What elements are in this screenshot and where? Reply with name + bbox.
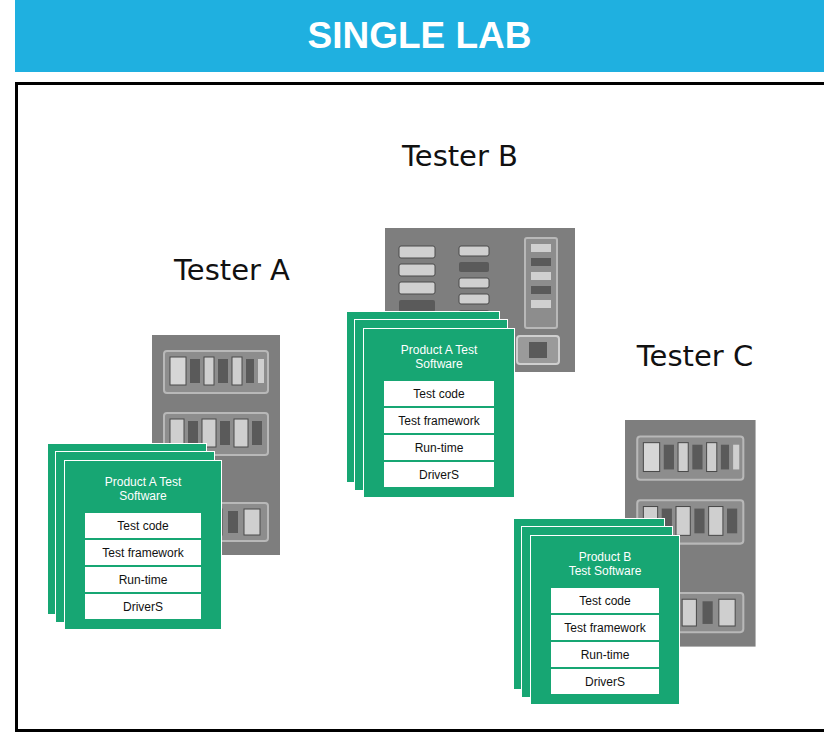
layer-box: Run-time bbox=[384, 435, 494, 460]
layer-label: Test framework bbox=[102, 546, 183, 560]
software-stack-card: Product A Test SoftwareTest codeTest fra… bbox=[64, 460, 222, 630]
card-heading: Product B Test Software bbox=[567, 550, 644, 578]
software-stack-card: Product A Test SoftwareTest codeTest fra… bbox=[363, 328, 515, 498]
layer-box: Test framework bbox=[384, 408, 494, 433]
layer-label: Test framework bbox=[564, 621, 645, 635]
title-text: SINGLE LAB bbox=[15, 0, 824, 72]
layer-label: DriverS bbox=[585, 675, 625, 689]
title-band bbox=[15, 0, 824, 72]
layer-label: Test framework bbox=[398, 414, 479, 428]
layer-box: DriverS bbox=[551, 669, 659, 694]
layer-label: Test code bbox=[413, 387, 464, 401]
layer-box: Test code bbox=[384, 381, 494, 406]
tester-label: Tester B bbox=[402, 139, 518, 173]
layer-label: DriverS bbox=[123, 600, 163, 614]
layer-box: Test framework bbox=[551, 615, 659, 640]
layer-label: Run-time bbox=[415, 441, 464, 455]
layer-box: DriverS bbox=[384, 462, 494, 487]
layer-label: Run-time bbox=[581, 648, 630, 662]
layer-box: Test code bbox=[85, 513, 201, 538]
lab-border bbox=[17, 84, 824, 731]
layer-box: DriverS bbox=[85, 594, 201, 619]
tester-label: Tester A bbox=[174, 253, 290, 287]
layer-box: Run-time bbox=[551, 642, 659, 667]
layer-label: Test code bbox=[117, 519, 168, 533]
layer-box: Test code bbox=[551, 588, 659, 613]
software-stack-card: Product B Test SoftwareTest codeTest fra… bbox=[530, 535, 680, 705]
layer-label: Run-time bbox=[119, 573, 168, 587]
card-heading: Product A Test Software bbox=[105, 475, 182, 503]
tester-label: Tester C bbox=[637, 339, 753, 373]
layer-label: DriverS bbox=[419, 468, 459, 482]
layer-box: Run-time bbox=[85, 567, 201, 592]
card-heading: Product A Test Software bbox=[401, 343, 478, 371]
layer-label: Test code bbox=[579, 594, 630, 608]
layer-box: Test framework bbox=[85, 540, 201, 565]
